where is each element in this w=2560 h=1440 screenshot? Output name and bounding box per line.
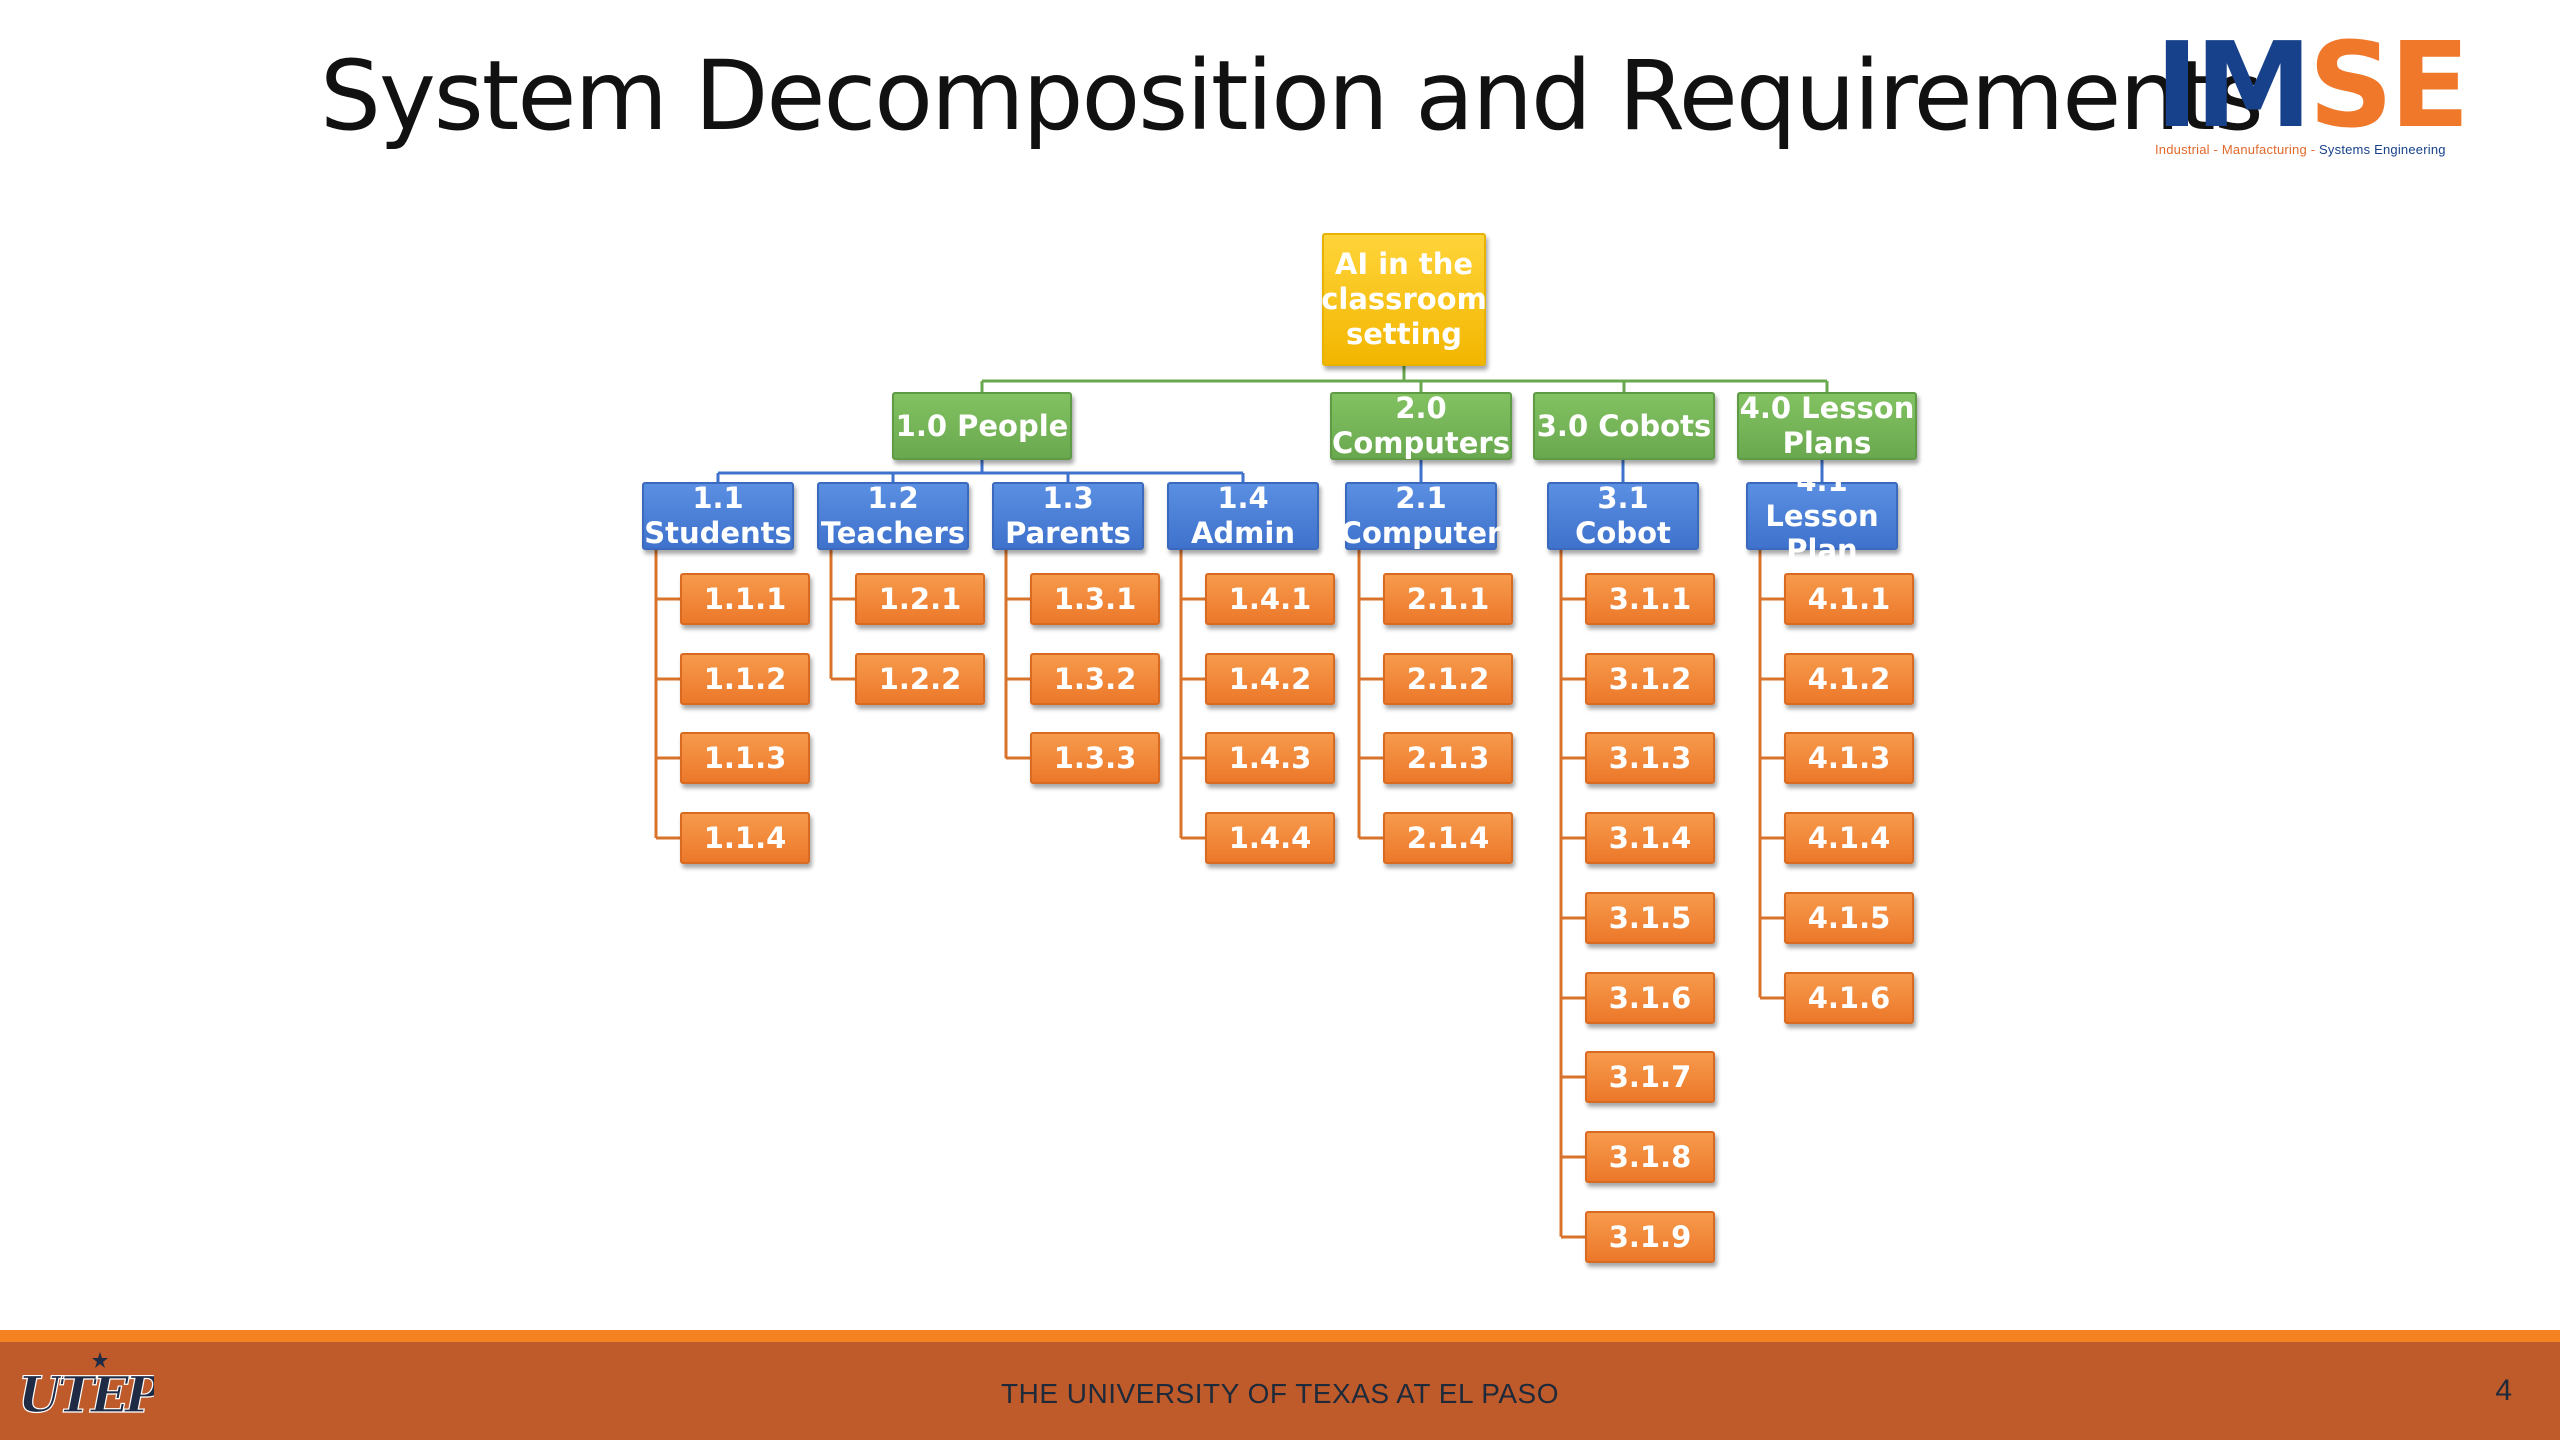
slide-title: System Decomposition and Requirements bbox=[320, 40, 2264, 152]
node-item-3-1-7: 3.1.7 bbox=[1585, 1051, 1715, 1103]
imse-logo: IMSE Industrial - Manufacturing - System… bbox=[2155, 26, 2520, 165]
node-item-2-1-3: 2.1.3 bbox=[1383, 732, 1513, 784]
node-item-3-1-4: 3.1.4 bbox=[1585, 812, 1715, 864]
node-item-4-1-5: 4.1.5 bbox=[1784, 892, 1914, 944]
imse-logo-se: SE bbox=[2308, 16, 2470, 154]
imse-logo-subtitle: Industrial - Manufacturing - Systems Eng… bbox=[2155, 142, 2520, 157]
node-item-4-1-4: 4.1.4 bbox=[1784, 812, 1914, 864]
node-item-2-1-4: 2.1.4 bbox=[1383, 812, 1513, 864]
node-root: AI in the classroom setting bbox=[1321, 233, 1487, 366]
node-2-1-computer: 2.1 Computer bbox=[1340, 481, 1502, 550]
node-1-3-parents: 1.3 Parents bbox=[992, 481, 1144, 550]
node-item-1-1-2: 1.1.2 bbox=[680, 653, 810, 705]
node-item-2-1-1: 2.1.1 bbox=[1383, 573, 1513, 625]
node-item-1-4-1: 1.4.1 bbox=[1205, 573, 1335, 625]
node-item-3-1-3: 3.1.3 bbox=[1585, 732, 1715, 784]
node-item-3-1-9: 3.1.9 bbox=[1585, 1211, 1715, 1263]
node-item-3-1-5: 3.1.5 bbox=[1585, 892, 1715, 944]
node-4-0-lesson-plans: 4.0 Lesson Plans bbox=[1737, 391, 1917, 460]
utep-logo-text: UTEP bbox=[18, 1365, 154, 1424]
node-item-1-2-1: 1.2.1 bbox=[855, 573, 985, 625]
page-number: 4 bbox=[2495, 1374, 2512, 1407]
node-item-3-1-6: 3.1.6 bbox=[1585, 972, 1715, 1024]
node-1-0-people: 1.0 People bbox=[892, 392, 1072, 460]
imse-logo-im: IM bbox=[2155, 16, 2312, 154]
imse-logo-wordmark: IMSE bbox=[2155, 26, 2520, 144]
node-item-1-4-4: 1.4.4 bbox=[1205, 812, 1335, 864]
node-3-1-cobot: 3.1 Cobot bbox=[1547, 481, 1699, 550]
node-item-1-1-1: 1.1.1 bbox=[680, 573, 810, 625]
node-item-1-3-1: 1.3.1 bbox=[1030, 573, 1160, 625]
node-1-4-admin: 1.4 Admin bbox=[1167, 481, 1319, 550]
utep-logo: UTEP bbox=[17, 1352, 154, 1425]
node-item-1-4-2: 1.4.2 bbox=[1205, 653, 1335, 705]
node-1-2-teachers: 1.2 Teachers bbox=[817, 481, 969, 550]
node-item-1-4-3: 1.4.3 bbox=[1205, 732, 1335, 784]
imse-logo-subtitle-part1: Industrial - Manufacturing - bbox=[2155, 142, 2320, 157]
node-1-1-students: 1.1 Students bbox=[642, 481, 794, 550]
node-item-4-1-6: 4.1.6 bbox=[1784, 972, 1914, 1024]
node-item-4-1-2: 4.1.2 bbox=[1784, 653, 1914, 705]
node-3-0-cobots: 3.0 Cobots bbox=[1533, 392, 1715, 460]
node-item-1-2-2: 1.2.2 bbox=[855, 653, 985, 705]
node-item-3-1-2: 3.1.2 bbox=[1585, 653, 1715, 705]
node-item-1-1-3: 1.1.3 bbox=[680, 732, 810, 784]
footer-stripe bbox=[0, 1330, 2560, 1342]
node-item-1-3-2: 1.3.2 bbox=[1030, 653, 1160, 705]
footer-bar bbox=[0, 1342, 2560, 1440]
node-item-3-1-1: 3.1.1 bbox=[1585, 573, 1715, 625]
node-item-4-1-1: 4.1.1 bbox=[1784, 573, 1914, 625]
node-item-1-3-3: 1.3.3 bbox=[1030, 732, 1160, 784]
node-item-2-1-2: 2.1.2 bbox=[1383, 653, 1513, 705]
utep-logo-star bbox=[92, 1352, 108, 1368]
node-item-1-1-4: 1.1.4 bbox=[680, 812, 810, 864]
node-4-1-lesson-plan: 4.1 Lesson Plan bbox=[1746, 464, 1898, 567]
node-2-0-computers: 2.0 Computers bbox=[1330, 391, 1512, 460]
node-item-4-1-3: 4.1.3 bbox=[1784, 732, 1914, 784]
imse-logo-subtitle-part2: Systems Engineering bbox=[2319, 142, 2446, 157]
node-item-3-1-8: 3.1.8 bbox=[1585, 1131, 1715, 1183]
footer-university-name: THE UNIVERSITY OF TEXAS AT EL PASO bbox=[1001, 1378, 1559, 1409]
